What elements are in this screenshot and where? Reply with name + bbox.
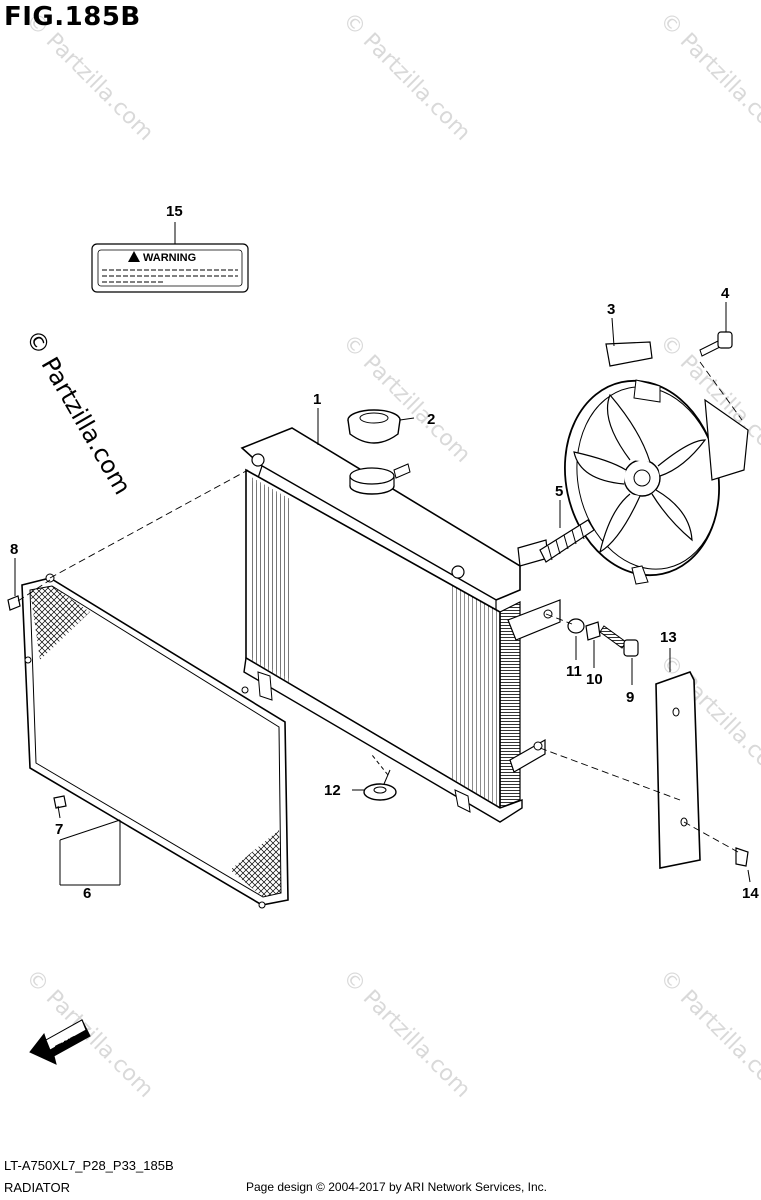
callout-2: 2 (427, 411, 435, 428)
callout-15: 15 (166, 203, 183, 220)
collar-10 (585, 621, 601, 641)
hose (539, 519, 595, 563)
callout-numbers: 15 1 2 3 4 5 8 7 6 12 11 10 9 13 14 (10, 203, 759, 902)
radiator-cap (347, 409, 401, 444)
callout-3: 3 (607, 301, 615, 318)
cooling-fan (564, 341, 749, 585)
bolt-4 (699, 331, 733, 357)
callout-1: 1 (313, 391, 321, 408)
callout-5: 5 (555, 483, 563, 500)
callout-12: 12 (324, 782, 341, 799)
model-code: LT-A750XL7_P28_P33_185B (4, 1158, 174, 1173)
leader-lines (14, 222, 751, 886)
callout-11: 11 (566, 663, 582, 680)
callout-7: 7 (55, 821, 63, 838)
callout-8: 8 (10, 541, 18, 558)
clip-14 (735, 847, 749, 867)
forward-arrow: FWD (29, 1019, 91, 1065)
section-name: RADIATOR (4, 1180, 70, 1195)
callout-14: 14 (742, 885, 759, 902)
cushion-12 (363, 783, 397, 801)
radiator (240, 427, 561, 823)
bushing-11 (567, 618, 585, 634)
page-credit: Page design © 2004-2017 by ARI Network S… (246, 1180, 548, 1194)
figure-title: FIG.185B (4, 2, 141, 32)
assembly-lines (17, 361, 743, 853)
warning-text: WARNING (143, 252, 196, 264)
callout-13: 13 (660, 629, 677, 646)
screw-8 (7, 595, 21, 611)
bolt-9 (599, 625, 639, 657)
callout-10: 10 (586, 671, 603, 688)
callout-4: 4 (721, 285, 730, 302)
callout-9: 9 (626, 689, 634, 706)
plate-13 (655, 671, 701, 869)
clamp-7 (53, 795, 67, 809)
callout-6: 6 (83, 885, 91, 902)
warning-label: WARNING (91, 243, 249, 293)
